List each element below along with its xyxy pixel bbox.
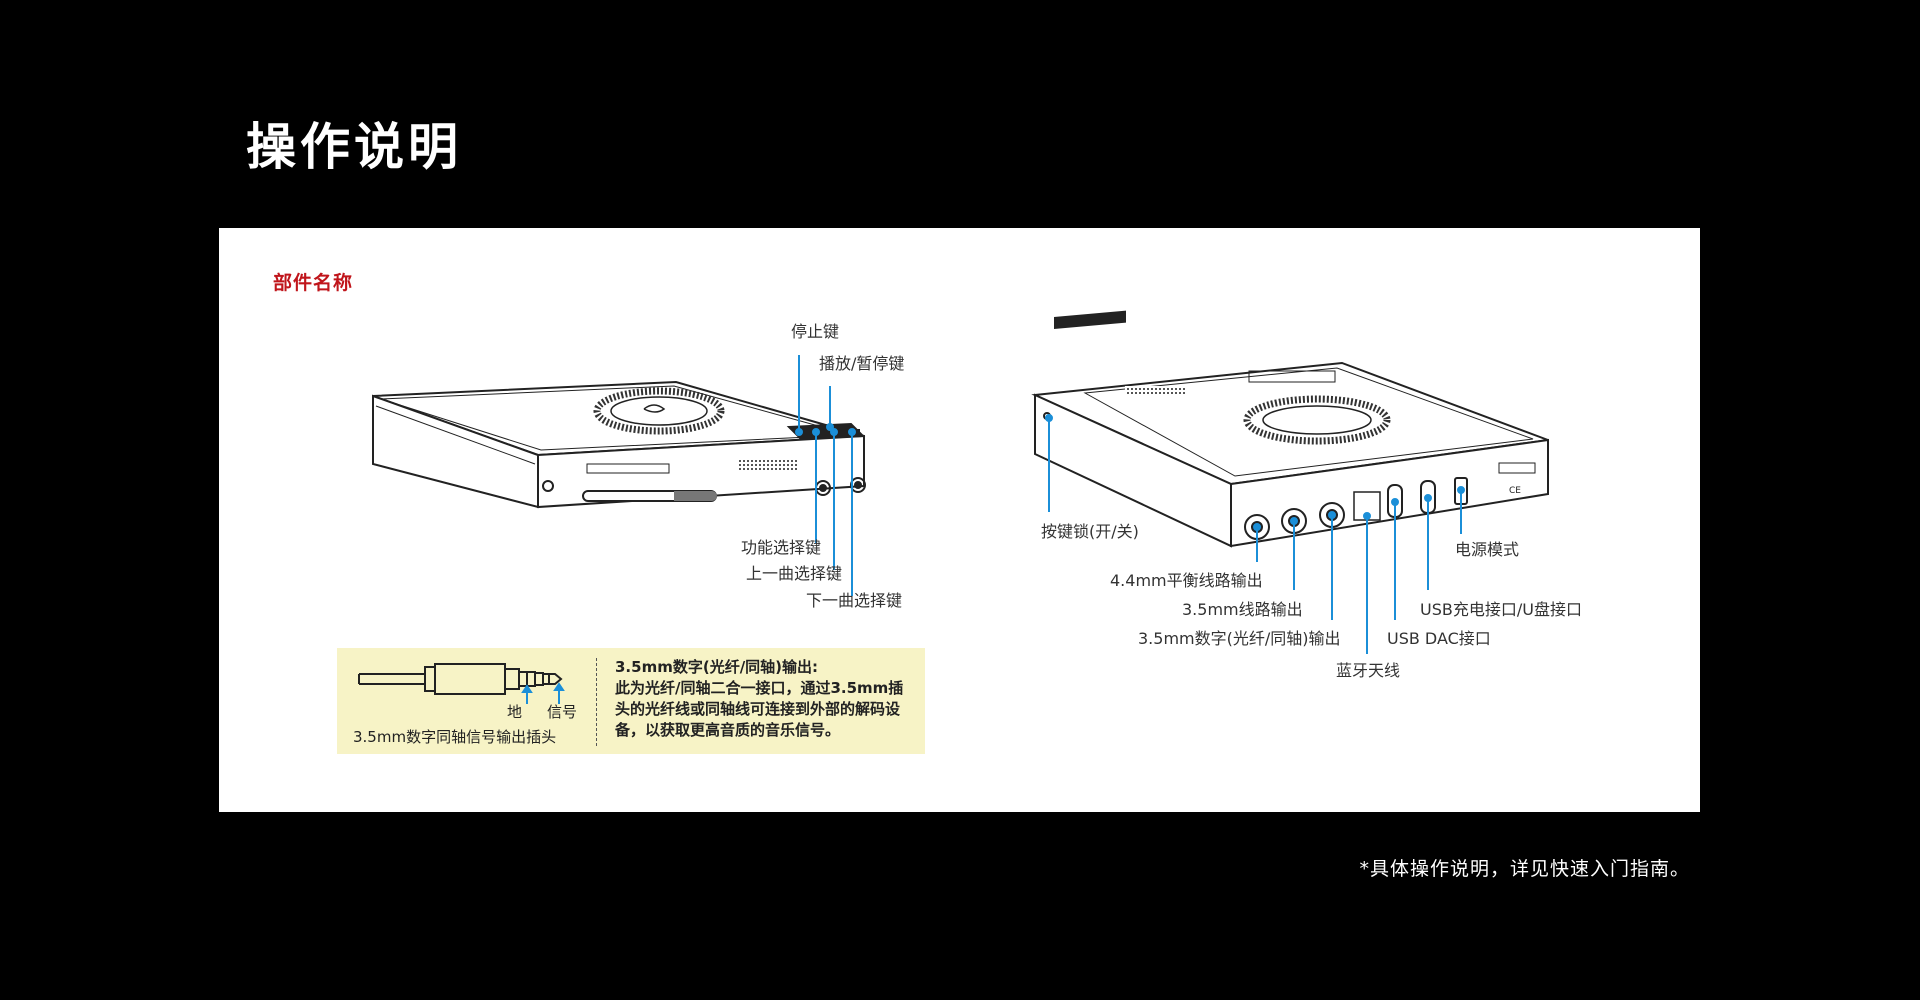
- section-label: 部件名称: [273, 272, 354, 294]
- plug-signal-label: 信号: [547, 703, 578, 721]
- component-diagram-panel: 部件名称: [219, 228, 1700, 812]
- svg-text:CE: CE: [1509, 486, 1521, 496]
- label-balanced-out: 4.4mm平衡线路输出: [1110, 571, 1263, 590]
- label-function-select-key: 功能选择键: [741, 538, 822, 557]
- plug-ground-label: 地: [507, 703, 523, 721]
- coaxial-plug-illustration: [358, 663, 565, 704]
- label-stop-key: 停止键: [791, 322, 840, 341]
- label-digital-out: 3.5mm数字(光纤/同轴)输出: [1138, 629, 1341, 648]
- rear-callout-lines: [1045, 414, 1465, 654]
- label-play-pause-key: 播放/暂停键: [819, 354, 905, 373]
- rear-device-illustration: CE: [1031, 310, 1549, 548]
- label-key-lock: 按键锁(开/关): [1041, 522, 1139, 541]
- info-body: 此为光纤/同轴二合一接口，通过3.5mm插头的光纤线或同轴线可连接到外部的解码设…: [615, 679, 904, 739]
- footnote: *具体操作说明，详见快速入门指南。: [1359, 858, 1690, 880]
- info-title: 3.5mm数字(光纤/同轴)输出:: [615, 658, 819, 676]
- label-usb-dac: USB DAC接口: [1387, 629, 1491, 648]
- label-bluetooth-antenna: 蓝牙天线: [1336, 661, 1401, 680]
- label-prev-track-key: 上一曲选择键: [746, 564, 843, 583]
- label-usb-charge: USB充电接口/U盘接口: [1420, 600, 1582, 619]
- info-divider: [596, 658, 597, 746]
- digital-output-info-box: 地 信号 3.5mm数字同轴信号输出插头 3.5mm数字(光纤/同轴)输出: 此…: [337, 648, 925, 754]
- label-power-mode: 电源模式: [1455, 540, 1520, 559]
- device-diagram: CE: [372, 310, 1549, 654]
- label-next-track-key: 下一曲选择键: [806, 591, 903, 610]
- front-callout-lines: [795, 355, 856, 596]
- page-title: 操作说明: [246, 118, 462, 176]
- front-device-illustration: [372, 380, 866, 509]
- plug-caption: 3.5mm数字同轴信号输出插头: [353, 728, 557, 746]
- label-line-out: 3.5mm线路输出: [1182, 600, 1303, 619]
